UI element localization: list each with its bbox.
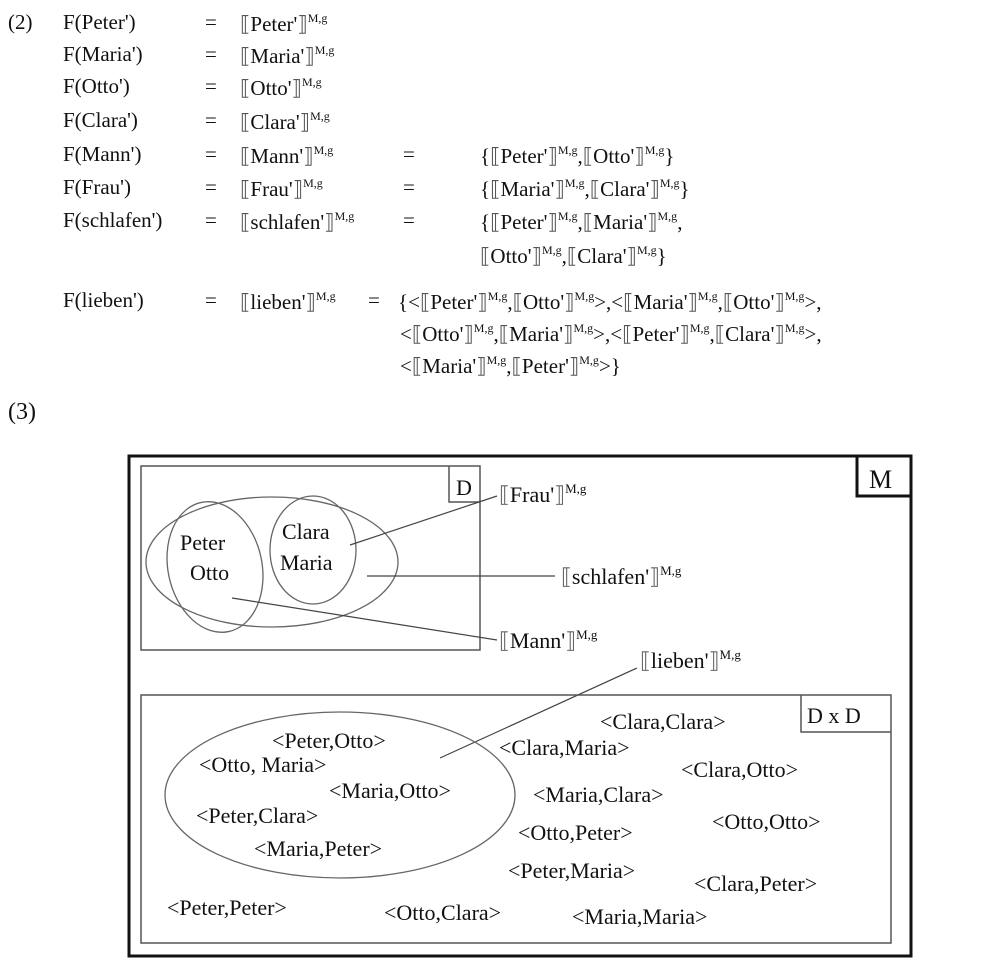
- formula-denotation: ⟦Clara'⟧M,g: [240, 109, 330, 134]
- formula-denotation: ⟦Peter'⟧M,g: [240, 11, 328, 36]
- model-label-box: [855, 456, 911, 498]
- domain-box: [140, 465, 481, 651]
- individual-clara: Clara: [282, 519, 330, 544]
- domain-pair: <Otto,Peter>: [518, 820, 633, 845]
- pairs-label-box: [800, 695, 891, 733]
- schlafen-denotation-label: ⟦schlafen'⟧M,g: [561, 563, 682, 589]
- mann-set: [166, 501, 264, 633]
- formula-set-line: {⟦Peter'⟧M,g,⟦Maria'⟧M,g,: [480, 209, 683, 234]
- equals-sign: =: [368, 288, 380, 312]
- equals-sign: =: [205, 208, 217, 232]
- equals-sign: =: [205, 10, 217, 34]
- lieben-denotation-label: ⟦lieben'⟧M,g: [640, 647, 741, 673]
- formula-lhs: F(Peter'): [63, 10, 136, 34]
- formula-set-line: <⟦Otto'⟧M,g,⟦Maria'⟧M,g>,<⟦Peter'⟧M,g,⟦C…: [400, 321, 822, 346]
- formula-denotation: ⟦Frau'⟧M,g: [240, 176, 323, 201]
- formula-lhs: F(Otto'): [63, 74, 130, 98]
- individual-otto: Otto: [190, 560, 229, 585]
- example-3-number: (3): [8, 399, 36, 425]
- domain-pair: <Clara,Peter>: [694, 871, 817, 896]
- formula-lhs: F(Clara'): [63, 108, 138, 132]
- schlafen-set: [145, 496, 399, 628]
- formula-denotation: ⟦Otto'⟧M,g: [240, 75, 322, 100]
- domain-pair: <Clara,Otto>: [681, 757, 798, 782]
- domain-pair: <Clara,Maria>: [499, 735, 630, 760]
- formula-lhs: F(Mann'): [63, 142, 142, 166]
- model-frame: [127, 454, 913, 958]
- formula-denotation: ⟦Maria'⟧M,g: [240, 43, 335, 68]
- domain-pair: <Otto,Clara>: [384, 900, 501, 925]
- domain-pair: <Maria,Maria>: [572, 904, 707, 929]
- domain-pair: <Maria,Clara>: [533, 782, 664, 807]
- formula-lhs: F(Frau'): [63, 175, 131, 199]
- mann-pointer: [231, 597, 498, 641]
- equals-sign: =: [403, 208, 415, 232]
- domain-pair: <Peter,Maria>: [508, 858, 635, 883]
- formula-set-line: {<⟦Peter'⟧M,g,⟦Otto'⟧M,g>,<⟦Maria'⟧M,g,⟦…: [398, 289, 822, 314]
- equals-sign: =: [205, 288, 217, 312]
- formula-lhs: F(Maria'): [63, 42, 143, 66]
- pairs-label: D x D: [807, 703, 861, 728]
- lieben-pair: <Maria,Otto>: [329, 778, 451, 803]
- equals-sign: =: [403, 175, 415, 199]
- formula-set-line: {⟦Peter'⟧M,g,⟦Otto'⟧M,g}: [480, 143, 675, 168]
- lieben-set: [164, 711, 516, 879]
- formula-lhs: F(lieben'): [63, 288, 144, 312]
- pairs-box: [140, 694, 892, 944]
- equals-sign: =: [205, 74, 217, 98]
- individual-maria: Maria: [280, 550, 333, 575]
- lieben-pair: <Peter,Clara>: [196, 803, 318, 828]
- formula-set-line: <⟦Maria'⟧M,g,⟦Peter'⟧M,g>}: [400, 353, 621, 378]
- example-2-number: (2): [8, 10, 33, 34]
- lieben-pair: <Otto, Maria>: [199, 752, 326, 777]
- frau-set: [269, 495, 357, 605]
- formula-set-line: ⟦Otto'⟧M,g,⟦Clara'⟧M,g}: [480, 243, 667, 268]
- individual-peter: Peter: [180, 530, 226, 555]
- frau-denotation-label: ⟦Frau'⟧M,g: [499, 481, 587, 507]
- frau-pointer: [349, 495, 498, 546]
- lieben-pointer: [439, 667, 638, 759]
- formula-denotation: ⟦schlafen'⟧M,g: [240, 209, 355, 234]
- lieben-pair: <Peter,Otto>: [272, 728, 386, 753]
- formula-set-line: {⟦Maria'⟧M,g,⟦Clara'⟧M,g}: [480, 176, 690, 201]
- domain-label: D: [456, 475, 472, 500]
- equals-sign: =: [205, 42, 217, 66]
- formula-lhs: F(schlafen'): [63, 208, 163, 232]
- equals-sign: =: [205, 175, 217, 199]
- model-label: M: [869, 465, 892, 494]
- equals-sign: =: [403, 142, 415, 166]
- equals-sign: =: [205, 142, 217, 166]
- formula-denotation: ⟦lieben'⟧M,g: [240, 289, 336, 314]
- domain-pair: <Clara,Clara>: [600, 709, 726, 734]
- mann-denotation-label: ⟦Mann'⟧M,g: [499, 627, 598, 653]
- lieben-pair: <Maria,Peter>: [254, 836, 382, 861]
- formula-denotation: ⟦Mann'⟧M,g: [240, 143, 334, 168]
- domain-label-box: [448, 466, 480, 503]
- domain-pair: <Otto,Otto>: [712, 809, 821, 834]
- equals-sign: =: [205, 108, 217, 132]
- domain-pair: <Peter,Peter>: [167, 895, 287, 920]
